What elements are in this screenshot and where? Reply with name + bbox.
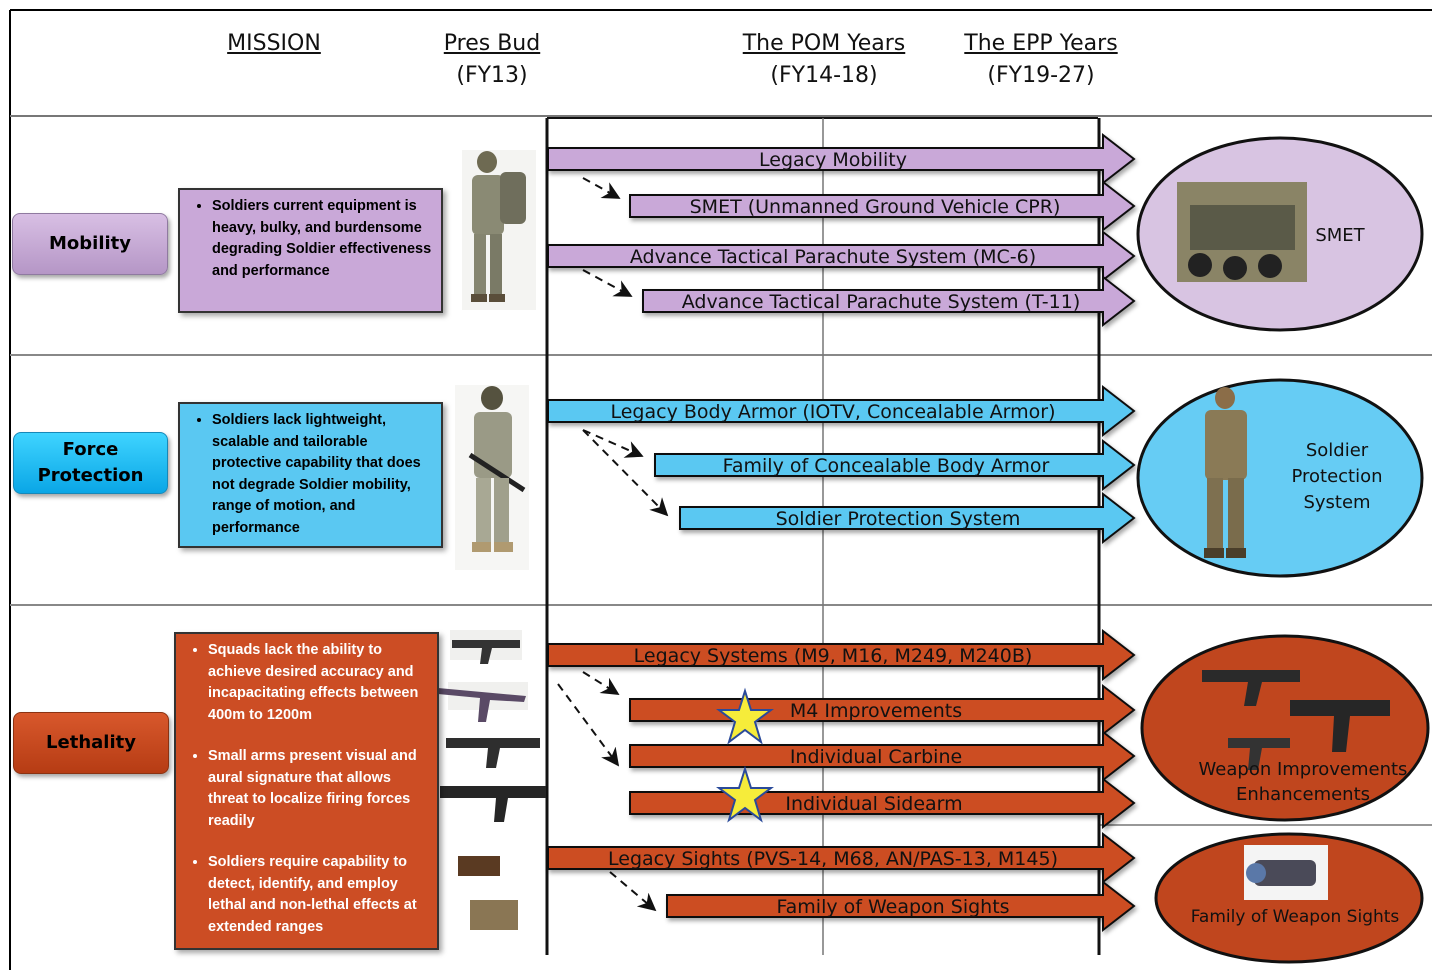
header-pom-title: The POM Years bbox=[742, 31, 906, 56]
header-pres-bud-sub: (FY13) bbox=[456, 63, 528, 88]
arrow-bar bbox=[547, 831, 1136, 885]
header-epp: The EPP Years (FY19-27) bbox=[941, 28, 1141, 92]
lethality-label: Lethality bbox=[13, 712, 169, 774]
dashed-connectors bbox=[557, 177, 669, 912]
sights-oval-label: Family of Weapon Sights bbox=[1191, 907, 1400, 927]
arrow-bar-label: Family of Concealable Body Armor bbox=[723, 455, 1050, 477]
arrow-bar bbox=[666, 879, 1136, 933]
force-protection-label-line2: Protection bbox=[37, 465, 144, 486]
protection-bullet: Soldiers lack lightweight, scalable and … bbox=[212, 410, 433, 539]
header-pom: The POM Years (FY14-18) bbox=[724, 28, 924, 92]
arrow-bar bbox=[547, 229, 1136, 283]
weapons-oval-label-1: Weapon Improvements bbox=[1199, 759, 1408, 780]
arrow-bar bbox=[547, 628, 1136, 682]
lethality-description-box: Squads lack the ability to achieve desir… bbox=[174, 632, 439, 950]
header-epp-title: The EPP Years bbox=[964, 31, 1118, 56]
arrow-bar-label: Family of Weapon Sights bbox=[776, 896, 1009, 918]
protection-oval-label-1: Soldier bbox=[1306, 440, 1369, 461]
header-pres-bud: Pres Bud (FY13) bbox=[412, 28, 572, 92]
mobility-bullets: Soldiers current equipment is heavy, bul… bbox=[194, 196, 433, 282]
arrow-bar bbox=[547, 132, 1136, 186]
mobility-description-box: Soldiers current equipment is heavy, bul… bbox=[178, 188, 443, 313]
protection-oval bbox=[1136, 378, 1424, 578]
lethality-weapons-images bbox=[438, 630, 546, 930]
arrow-bar bbox=[629, 683, 1136, 737]
lethality-bullet: Small arms present visual and aural sign… bbox=[208, 746, 429, 832]
arrow-bar-label: Individual Sidearm bbox=[785, 793, 962, 815]
smet-oval-label: SMET bbox=[1315, 225, 1365, 246]
arrow-bar-label: Advance Tactical Parachute System (T-11) bbox=[682, 291, 1081, 313]
arrow-bar bbox=[642, 274, 1136, 328]
lethality-label-text: Lethality bbox=[46, 732, 136, 753]
mobility-soldier-image bbox=[462, 150, 536, 310]
arrow-bar bbox=[629, 776, 1136, 830]
lethality-oval-weapons bbox=[1140, 634, 1430, 822]
arrow-bar bbox=[629, 179, 1136, 233]
frame bbox=[9, 9, 1432, 970]
arrow-bar bbox=[679, 491, 1136, 545]
stars bbox=[716, 687, 774, 823]
force-protection-label-line1: Force bbox=[62, 439, 119, 460]
arrow-bar bbox=[547, 384, 1136, 438]
arrow-bar-label: Legacy Mobility bbox=[759, 149, 907, 171]
timeline-lines bbox=[545, 117, 1101, 955]
arrow-bar-label: SMET (Unmanned Ground Vehicle CPR) bbox=[690, 196, 1061, 218]
mobility-label-text: Mobility bbox=[48, 233, 131, 254]
star-icon-m4 bbox=[716, 687, 774, 745]
lethality-bullet: Squads lack the ability to achieve desir… bbox=[208, 640, 429, 726]
protection-soldier-image bbox=[455, 385, 529, 570]
lethality-oval-sights bbox=[1154, 832, 1424, 964]
mobility-oval bbox=[1136, 136, 1424, 332]
arrow-bar bbox=[629, 729, 1136, 783]
arrow-bar-label: Advance Tactical Parachute System (MC-6) bbox=[630, 246, 1036, 268]
protection-bullets: Soldiers lack lightweight, scalable and … bbox=[194, 410, 433, 539]
mobility-label: Mobility bbox=[12, 213, 168, 275]
arrow-bar-label: Legacy Sights (PVS-14, M68, AN/PAS-13, M… bbox=[608, 848, 1058, 870]
header-mission-title: MISSION bbox=[227, 31, 321, 56]
arrow-bar-label: Legacy Systems (M9, M16, M249, M240B) bbox=[634, 645, 1033, 667]
arrow-bar bbox=[654, 438, 1136, 492]
arrow-bar-label: Legacy Body Armor (IOTV, Concealable Arm… bbox=[610, 401, 1055, 423]
header-mission: MISSION bbox=[194, 28, 354, 60]
protection-description-box: Soldiers lack lightweight, scalable and … bbox=[178, 402, 443, 548]
arrow-bar-label: Individual Carbine bbox=[790, 746, 962, 768]
header-epp-sub: (FY19-27) bbox=[987, 63, 1095, 88]
arrow-bar-label: M4 Improvements bbox=[790, 700, 962, 722]
force-protection-label: Force Protection bbox=[13, 432, 168, 494]
mobility-bullet: Soldiers current equipment is heavy, bul… bbox=[212, 196, 433, 282]
star-icon-sidearm bbox=[716, 765, 774, 823]
header-pom-sub: (FY14-18) bbox=[770, 63, 878, 88]
weapons-oval-label-2: Enhancements bbox=[1236, 784, 1370, 805]
lethality-bullet: Soldiers require capability to detect, i… bbox=[208, 852, 429, 938]
protection-oval-label-3: System bbox=[1303, 492, 1370, 513]
arrow-bar-label: Soldier Protection System bbox=[776, 508, 1021, 530]
lethality-bullets: Squads lack the ability to achieve desir… bbox=[190, 640, 429, 938]
header-pres-bud-title: Pres Bud bbox=[443, 31, 541, 56]
protection-oval-label-2: Protection bbox=[1291, 466, 1382, 487]
